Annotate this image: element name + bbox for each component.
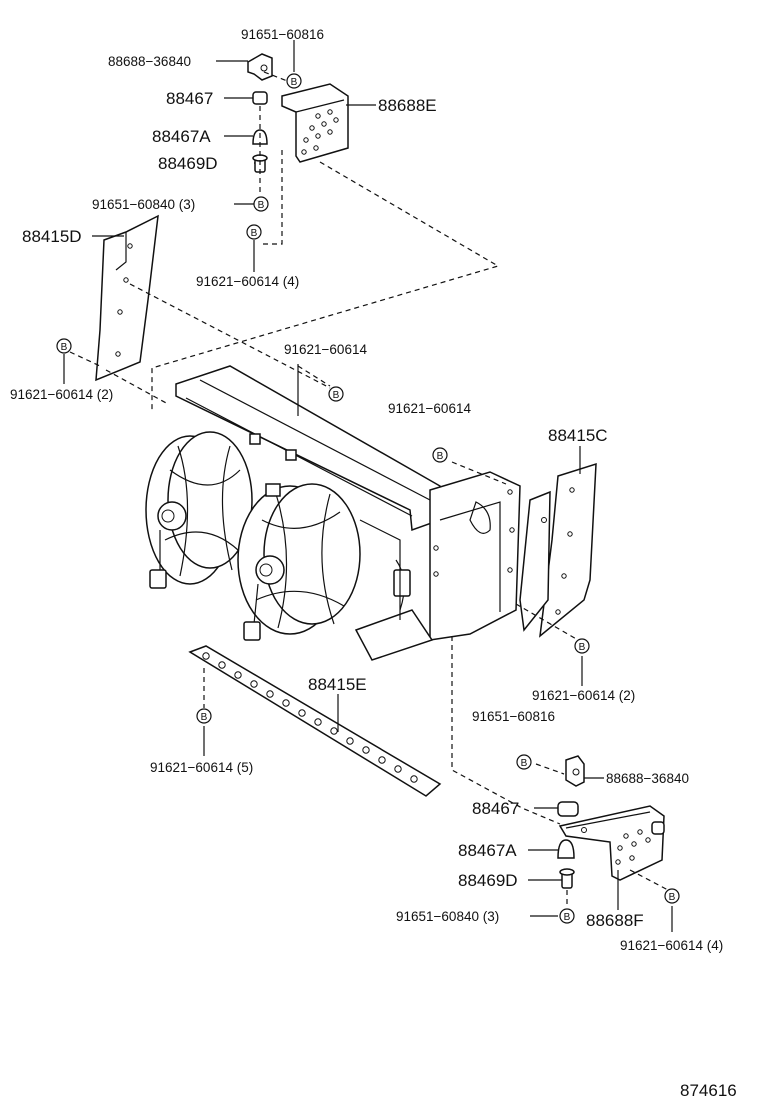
fastener-callouts: B B B B B B B B B B B [56,73,680,924]
right-shroud-88415C [515,446,597,686]
part-label-91621-60614-5: 91621−60614 (5) [150,760,253,775]
part-label-88469D-top: 88469D [158,154,218,173]
bottom-seal-88415E [188,645,442,797]
b-callout-icon: B [253,196,269,212]
part-label-91651-60840-bottom: 91651−60840 (3) [396,909,499,924]
grommet-88467-top [252,91,268,105]
b-callout-icon: B [516,754,532,770]
b-callout-icon: B [196,708,212,724]
left-shroud-88415D [63,214,331,405]
svg-text:B: B [61,342,68,353]
part-label-88415E: 88415E [308,675,367,694]
part-label-88467-bottom: 88467 [472,799,519,818]
collar-88469D-bottom [559,868,575,889]
svg-text:B: B [333,390,340,401]
part-label-91621-60614-right: 91621−60614 [388,401,471,416]
bottom-bracket-assembly [451,636,673,932]
b-callout-icon: B [246,224,262,240]
svg-text:B: B [437,451,444,462]
part-label-91651-60816-bottom: 91651−60816 [472,709,555,724]
part-label-91621-60614-center: 91621−60614 [284,342,367,357]
top-bracket-assembly [151,40,500,410]
part-label-91621-60614-2-left: 91621−60614 (2) [10,387,113,402]
part-label-91621-60614-4-bottom: 91621−60614 (4) [620,938,723,953]
fan-shroud-assembly [145,364,521,661]
b-callout-icon: B [559,908,575,924]
part-label-88467-top: 88467 [166,89,213,108]
b-callout-icon: B [328,386,344,402]
part-label-88467A-top: 88467A [152,127,211,146]
b-callout-icon: B [286,73,302,89]
part-label-88415D: 88415D [22,227,82,246]
b-callout-icon: B [574,638,590,654]
b-callout-icon: B [56,338,72,354]
part-label-88688-36840-bottom: 88688−36840 [606,771,689,786]
part-label-91651-60840-top: 91651−60840 (3) [92,197,195,212]
svg-text:B: B [669,892,676,903]
svg-text:B: B [251,228,258,239]
part-label-88467A-bottom: 88467A [458,841,517,860]
part-label-88469D-bottom: 88469D [458,871,518,890]
svg-text:B: B [521,758,528,769]
grommet-88467A-bottom [557,839,575,859]
part-label-88688F: 88688F [586,911,644,930]
part-number-labels: 91651−60816 88688−36840 88467 88688E 884… [10,27,737,1100]
svg-text:B: B [579,642,586,653]
part-label-91621-60614-2-right: 91621−60614 (2) [532,688,635,703]
b-callout-icon: B [432,447,448,463]
svg-text:B: B [258,200,265,211]
svg-text:B: B [291,77,298,88]
part-label-91651-60816-top: 91651−60816 [241,27,324,42]
part-label-88415C: 88415C [548,426,608,445]
part-label-88688E: 88688E [378,96,437,115]
svg-text:B: B [201,712,208,723]
b-callout-icon: B [664,888,680,904]
grommet-88467-bottom [557,801,579,817]
diagram-number: 874616 [680,1081,737,1100]
part-label-91621-60614-4-top: 91621−60614 (4) [196,274,299,289]
part-label-88688-36840-top: 88688−36840 [108,54,191,69]
svg-text:B: B [564,912,571,923]
